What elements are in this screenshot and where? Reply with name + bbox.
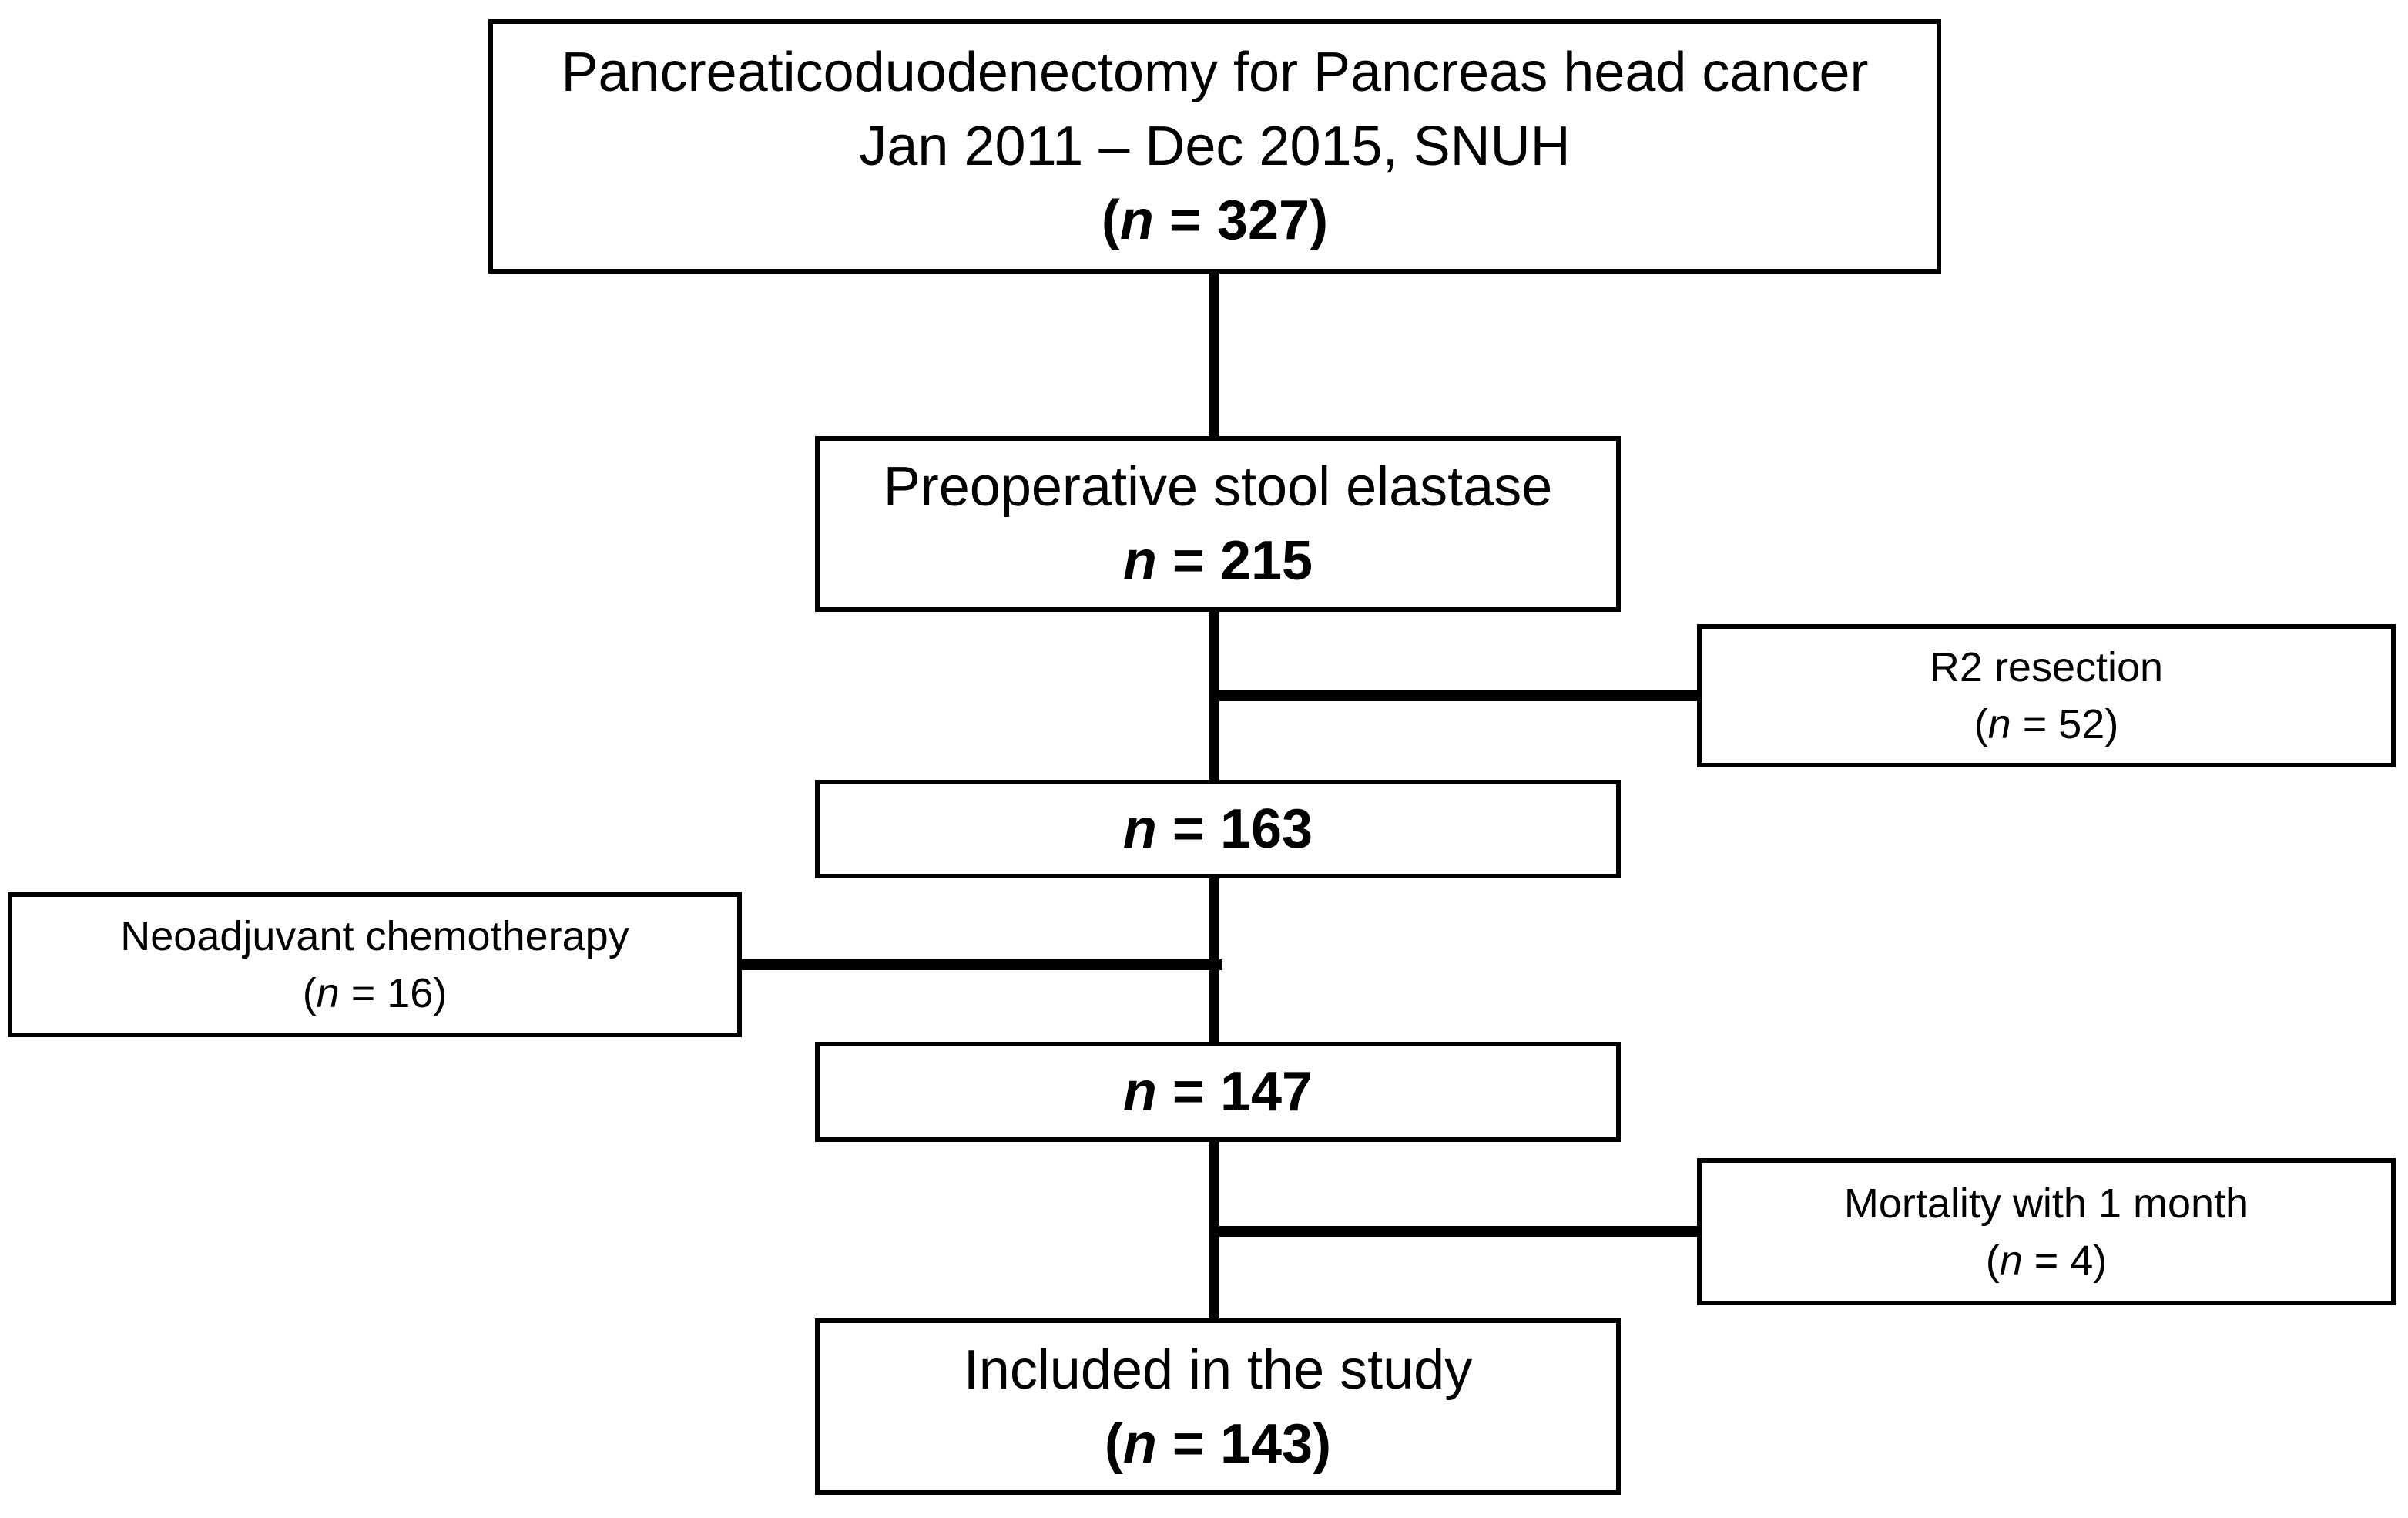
after-r2-count: n = 163 [1123,792,1313,866]
count-value: = 16) [339,970,448,1016]
node-neoadjuvant-exclusion: Neoadjuvant chemotherapy (n = 16) [8,892,742,1037]
node-after-r2-exclusion: n = 163 [815,780,1621,878]
mortality-label: Mortality with 1 month [1843,1180,2249,1227]
connector-r2-resection [1214,690,1699,701]
included-label: Included in the study [963,1338,1473,1401]
node-enrollment: Pancreaticoduodenectomy for Pancreas hea… [488,19,1941,274]
mortality-count: (n = 4) [1986,1232,2108,1289]
count-n-symbol: n [1122,530,1157,592]
count-open-paren: ( [1974,701,1988,747]
r2-resection-count: (n = 52) [1974,696,2119,753]
count-value: = 52) [2011,701,2119,747]
count-n-symbol: n [1122,1061,1157,1123]
node-included: Included in the study (n = 143) [815,1318,1621,1495]
count-value: = 327) [1153,190,1329,251]
count-value: = 215 [1156,530,1313,592]
neoadjuvant-label: Neoadjuvant chemotherapy [120,913,629,959]
node-mortality-exclusion: Mortality with 1 month (n = 4) [1697,1158,2396,1305]
count-value: = 147 [1156,1061,1313,1123]
node-after-neoadjuvant-exclusion: n = 147 [815,1042,1621,1142]
stool-elastase-label: Preoperative stool elastase [883,456,1553,518]
enrollment-title: Pancreaticoduodenectomy for Pancreas hea… [561,42,1869,103]
count-n-symbol: n [1999,1237,2023,1284]
count-value: = 163 [1156,798,1313,860]
count-n-symbol: n [1122,798,1157,860]
included-count: (n = 143) [1105,1407,1331,1481]
count-value: = 4) [2022,1237,2108,1284]
neoadjuvant-count: (n = 16) [303,965,448,1022]
count-open-paren: ( [1101,190,1120,251]
after-neoadjuvant-count: n = 147 [1123,1055,1313,1129]
count-open-paren: ( [1104,1412,1123,1475]
count-n-symbol: n [1122,1412,1157,1475]
count-n-symbol: n [1119,190,1154,251]
enrollment-count: (n = 327) [1102,183,1328,257]
count-open-paren: ( [1985,1237,2000,1284]
stool-elastase-count: n = 215 [1123,524,1313,598]
connector-neoadjuvant [736,959,1222,970]
r2-resection-label: R2 resection [1929,644,2164,690]
node-stool-elastase: Preoperative stool elastase n = 215 [815,436,1621,612]
count-open-paren: ( [302,970,317,1016]
node-r2-resection-exclusion: R2 resection (n = 52) [1697,624,2396,767]
enrollment-period: Jan 2011 – Dec 2015, SNUH [859,116,1571,177]
count-n-symbol: n [316,970,340,1016]
count-n-symbol: n [1987,701,2011,747]
connector-mortality [1214,1226,1699,1237]
count-value: = 143) [1156,1412,1332,1475]
